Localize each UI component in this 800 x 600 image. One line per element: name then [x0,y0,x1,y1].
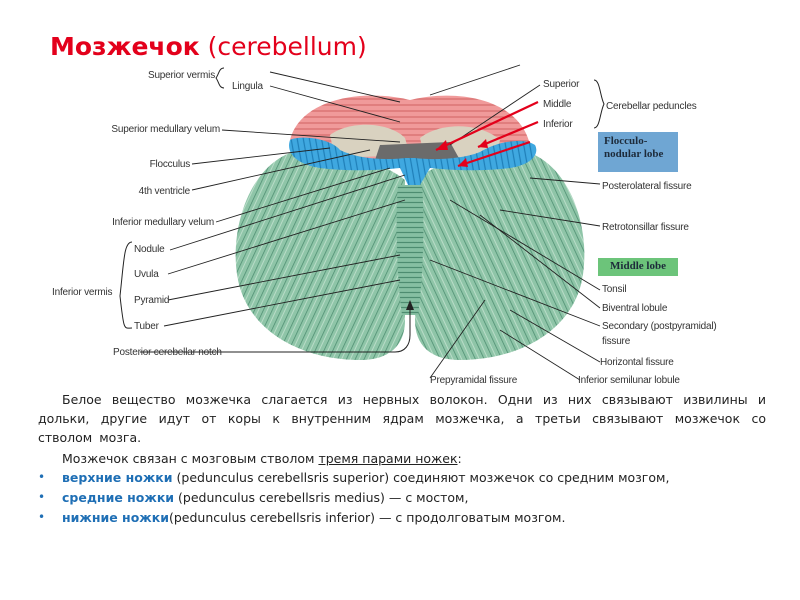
label-retrotonsillar-fissure: Retrotonsillar fissure [602,222,689,233]
label-lingula: Lingula [232,81,263,92]
label-inferior-vermis: Inferior vermis [52,287,113,298]
label-posterior-cerebellar-notch: Posterior cerebellar notch [113,347,222,358]
label-middle: Middle [543,99,572,110]
list-item: • нижние ножки(pedunculus cerebellsris i… [38,508,766,527]
item-text: (pedunculus cerebellsris inferior) — с п… [168,510,566,525]
label-superior-medullary-velum: Superior medullary velum [111,124,220,135]
intro-colon: : [457,451,462,466]
label-pyramid: Pyramid [134,295,170,306]
bullet-icon: • [38,490,46,504]
box-line1: Flocculo- [604,135,648,147]
label-secondary-fissure-cont: fissure [602,336,631,347]
label-tuber: Tuber [134,321,159,332]
item-text: (pedunculus cerebellsris superior) соеди… [172,470,670,485]
label-inferior-medullary-velum: Inferior medullary velum [112,217,214,228]
item-highlight: верхние ножки [62,470,173,485]
list-item: • верхние ножки (pedunculus cerebellsris… [38,468,766,487]
label-posterolateral-fissure: Posterolateral fissure [602,181,692,192]
label-secondary-fissure: Secondary (postpyramidal) [602,321,717,332]
label-inferior-semilunar-lobule: Inferior semilunar lobule [578,375,680,386]
box-line2: nodular lobe [604,148,664,160]
slide-title: Мозжечок (cerebellum) [50,32,367,61]
paragraph-peduncles-intro: Мозжечок связан с мозговым стволом тремя… [62,449,766,468]
label-superior-vermis: Superior vermis [147,70,215,81]
cerebellum-drawing [119,64,605,381]
slide-body: Белое вещество мозжечка слагается из нер… [38,390,766,528]
flocculonodular-lobe-box: Flocculo- nodular lobe [598,132,678,172]
label-uvula: Uvula [134,269,159,280]
title-latin: (cerebellum) [199,32,367,61]
label-inferior: Inferior [543,119,573,130]
peduncles-list: • верхние ножки (pedunculus cerebellsris… [38,468,766,527]
item-highlight: средние ножки [62,490,175,505]
intro-text: Мозжечок связан с мозговым стволом [62,451,319,466]
item-text: (pedunculus cerebellsris medius) — с мос… [174,490,469,505]
bullet-icon: • [38,510,46,524]
item-highlight: нижние ножки [62,510,169,525]
list-item: • средние ножки (pedunculus cerebellsris… [38,488,766,507]
label-tonsil: Tonsil [602,284,627,295]
title-russian: Мозжечок [50,32,200,61]
label-4th-ventricle: 4th ventricle [138,186,191,197]
label-cerebellar-peduncles: Cerebellar peduncles [606,101,697,112]
label-nodule: Nodule [134,244,165,255]
intro-underlined: тремя парами ножек [318,451,458,466]
label-superior: Superior [543,79,580,90]
label-horizontal-fissure: Horizontal fissure [600,357,674,368]
label-biventral-lobule: Biventral lobule [602,303,668,314]
label-flocculus: Flocculus [149,159,191,170]
label-prepyramidal-fissure: Prepyramidal fissure [430,375,518,386]
bullet-icon: • [38,470,46,484]
cerebellum-illustration: Superior vermis Lingula Superior medulla… [0,60,800,390]
middle-lobe-box: Middle lobe [598,258,678,276]
paragraph-white-matter: Белое вещество мозжечка слагается из нер… [38,392,766,445]
